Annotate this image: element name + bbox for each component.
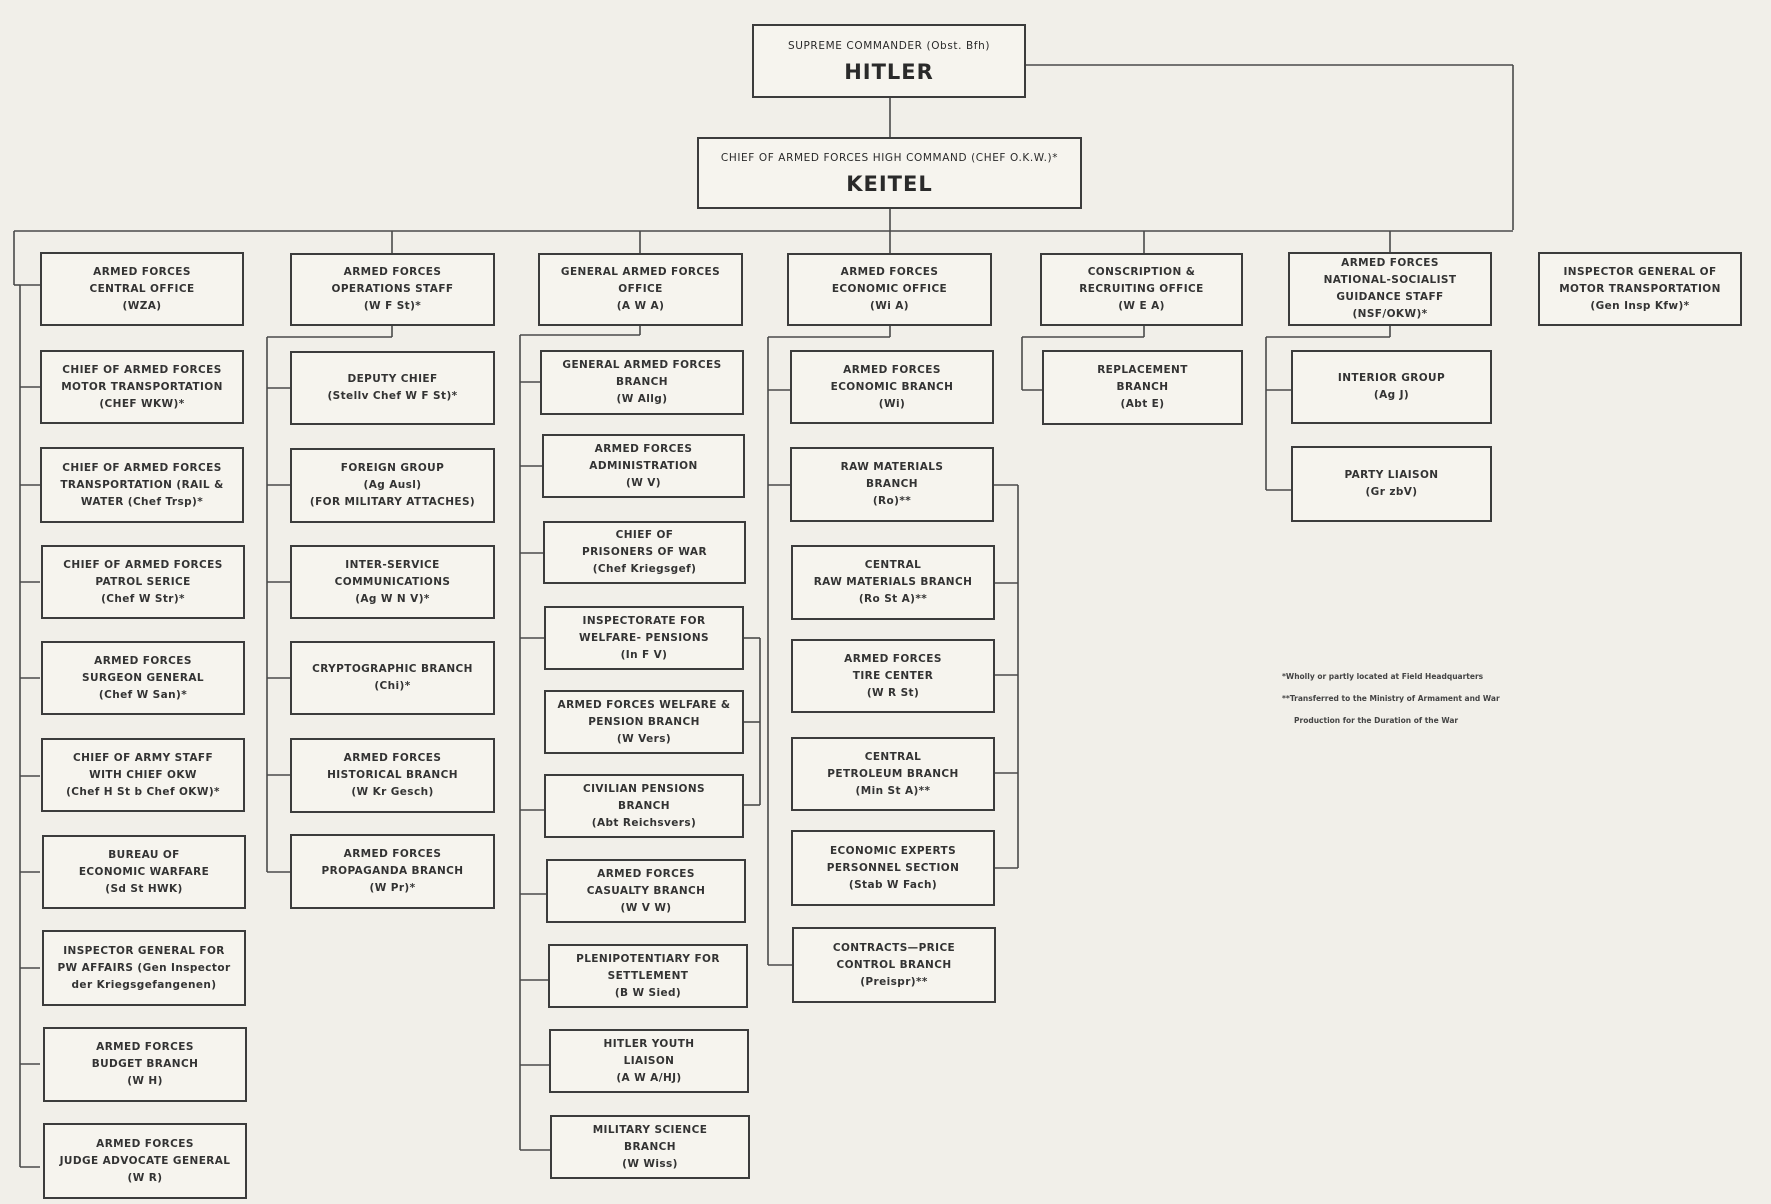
- org-box: ECONOMIC EXPERTS PERSONNEL SECTION (Stab…: [791, 830, 995, 906]
- org-box: ARMED FORCES TIRE CENTER (W R St): [791, 639, 995, 713]
- org-box: INSPECTOR GENERAL OF MOTOR TRANSPORTATIO…: [1538, 252, 1742, 326]
- org-box: CRYPTOGRAPHIC BRANCH (Chi)*: [290, 641, 495, 715]
- org-box: ARMED FORCES ADMINISTRATION (W V): [542, 434, 745, 498]
- org-box: CONSCRIPTION & RECRUITING OFFICE (W E A): [1040, 253, 1243, 326]
- org-box: INSPECTORATE FOR WELFARE- PENSIONS (In F…: [544, 606, 744, 670]
- org-box: CHIEF OF ARMED FORCES TRANSPORTATION (RA…: [40, 447, 244, 523]
- supreme-commander-title: SUPREME COMMANDER (Obst. Bfh): [787, 39, 991, 52]
- org-box: CENTRAL RAW MATERIALS BRANCH (Ro St A)**: [791, 545, 995, 620]
- org-box: CONTRACTS—PRICE CONTROL BRANCH (Preispr)…: [792, 927, 996, 1003]
- org-box: ARMED FORCES PROPAGANDA BRANCH (W Pr)*: [290, 834, 495, 909]
- org-box: ARMED FORCES ECONOMIC OFFICE (Wi A): [787, 253, 992, 326]
- org-box: ARMED FORCES CENTRAL OFFICE (WZA): [40, 252, 244, 326]
- chief-okw-title: CHIEF OF ARMED FORCES HIGH COMMAND (CHEF…: [720, 151, 1059, 164]
- org-box: GENERAL ARMED FORCES BRANCH (W Allg): [540, 350, 744, 415]
- org-box: ARMED FORCES CASUALTY BRANCH (W V W): [546, 859, 746, 923]
- org-box: FOREIGN GROUP (Ag Ausl) (FOR MILITARY AT…: [290, 448, 495, 523]
- supreme-commander-box: SUPREME COMMANDER (Obst. Bfh) HITLER: [752, 24, 1026, 98]
- org-box: GENERAL ARMED FORCES OFFICE (A W A): [538, 253, 743, 326]
- org-box: INTERIOR GROUP (Ag J): [1291, 350, 1492, 424]
- org-box: CHIEF OF ARMY STAFF WITH CHIEF OKW (Chef…: [41, 738, 245, 812]
- org-box: INSPECTOR GENERAL FOR PW AFFAIRS (Gen In…: [42, 930, 246, 1006]
- org-box: MILITARY SCIENCE BRANCH (W Wiss): [550, 1115, 750, 1179]
- supreme-commander-name: HITLER: [844, 59, 934, 84]
- chief-okw-name: KEITEL: [846, 171, 933, 196]
- org-box: INTER-SERVICE COMMUNICATIONS (Ag W N V)*: [290, 545, 495, 619]
- footnotes: *Wholly or partly located at Field Headq…: [1282, 666, 1522, 732]
- org-box: CHIEF OF ARMED FORCES MOTOR TRANSPORTATI…: [40, 350, 244, 424]
- org-box: ARMED FORCES SURGEON GENERAL (Chef W San…: [41, 641, 245, 715]
- org-box: CENTRAL PETROLEUM BRANCH (Min St A)**: [791, 737, 995, 811]
- org-box: REPLACEMENT BRANCH (Abt E): [1042, 350, 1243, 425]
- footnote-single-asterisk: *Wholly or partly located at Field Headq…: [1282, 672, 1484, 681]
- org-box: CHIEF OF PRISONERS OF WAR (Chef Kriegsge…: [543, 521, 746, 584]
- footnote-double-asterisk: **Transferred to the Ministry of Armamen…: [1282, 694, 1500, 703]
- org-box: ARMED FORCES OPERATIONS STAFF (W F St)*: [290, 253, 495, 326]
- chief-okw-box: CHIEF OF ARMED FORCES HIGH COMMAND (CHEF…: [697, 137, 1082, 209]
- org-box: CIVILIAN PENSIONS BRANCH (Abt Reichsvers…: [544, 774, 744, 838]
- org-box: RAW MATERIALS BRANCH (Ro)**: [790, 447, 994, 522]
- footnote-double-asterisk-cont: Production for the Duration of the War: [1294, 716, 1459, 725]
- org-box: ARMED FORCES HISTORICAL BRANCH (W Kr Ges…: [290, 738, 495, 813]
- org-box: ARMED FORCES WELFARE & PENSION BRANCH (W…: [544, 690, 744, 754]
- org-box: CHIEF OF ARMED FORCES PATROL SERICE (Che…: [41, 545, 245, 619]
- org-box: ARMED FORCES NATIONAL-SOCIALIST GUIDANCE…: [1288, 252, 1492, 326]
- org-box: PLENIPOTENTIARY FOR SETTLEMENT (B W Sied…: [548, 944, 748, 1008]
- org-box: ARMED FORCES ECONOMIC BRANCH (Wi): [790, 350, 994, 424]
- org-box: ARMED FORCES JUDGE ADVOCATE GENERAL (W R…: [43, 1123, 247, 1199]
- org-box: DEPUTY CHIEF (Stellv Chef W F St)*: [290, 351, 495, 425]
- org-box: BUREAU OF ECONOMIC WARFARE (Sd St HWK): [42, 835, 246, 909]
- org-box: HITLER YOUTH LIAISON (A W A/HJ): [549, 1029, 749, 1093]
- org-box: ARMED FORCES BUDGET BRANCH (W H): [43, 1027, 247, 1102]
- org-box: PARTY LIAISON (Gr zbV): [1291, 446, 1492, 522]
